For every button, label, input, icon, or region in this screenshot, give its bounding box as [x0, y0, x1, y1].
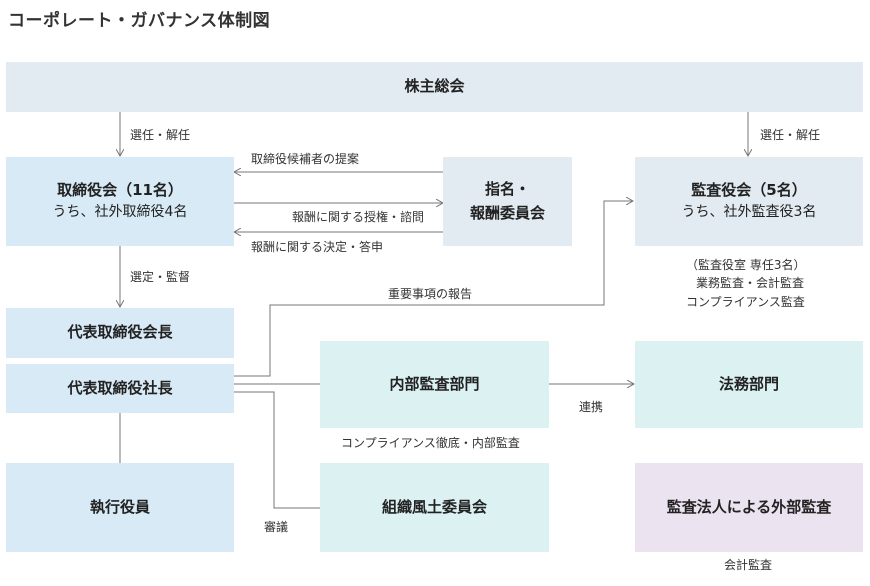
label-accounting-audit: 会計監査: [724, 558, 773, 572]
label-cooperation: 連携: [579, 400, 604, 414]
executive-officers-box: 執行役員: [6, 463, 234, 552]
external-audit-label: 監査法人による外部監査: [666, 497, 832, 516]
nomination-committee-box: 指名・ 報酬委員会: [443, 157, 572, 246]
nomination-label-line2: 報酬委員会: [469, 203, 545, 222]
shareholders-meeting-box: 株主総会: [6, 62, 863, 112]
label-elect-right: 選任・解任: [760, 128, 821, 142]
culture-committee-box: 組織風土委員会: [320, 463, 549, 552]
label-candidate-proposal: 取締役候補者の提案: [251, 152, 360, 166]
label-elect-left: 選任・解任: [130, 128, 191, 142]
audit-board-box: 監査役会（5名） うち、社外監査役3名: [635, 157, 863, 246]
board-of-directors-box: 取締役会（11名） うち、社外取締役4名: [6, 157, 234, 246]
label-compensation-consult: 報酬に関する授権・諮問: [292, 210, 425, 224]
label-audit-compliance: コンプライアンス監査: [686, 295, 805, 309]
shareholders-meeting-label: 株主総会: [404, 77, 465, 96]
executive-officers-label: 執行役員: [89, 497, 150, 516]
internal-audit-box: 内部監査部門: [320, 341, 549, 428]
culture-committee-label: 組織風土委員会: [381, 497, 487, 516]
label-compensation-decision: 報酬に関する決定・答申: [251, 240, 384, 254]
label-select-supervise: 選定・監督: [130, 270, 191, 284]
audit-board-sub-label: うち、社外監査役3名: [681, 204, 817, 221]
president-box: 代表取締役社長: [6, 364, 234, 413]
label-deliberation: 審議: [264, 520, 289, 534]
chairman-box: 代表取締役会長: [6, 308, 234, 358]
board-label: 取締役会（11名）: [57, 181, 183, 200]
board-sub-label: うち、社外取締役4名: [52, 204, 188, 221]
audit-board-label: 監査役会（5名）: [691, 181, 807, 200]
line-deliberation: [234, 391, 320, 509]
page-title: コーポレート・ガバナンス体制図: [8, 11, 271, 31]
label-audit-staff: （監査役室 専任3名）: [686, 258, 806, 272]
arrow-important-report: [234, 201, 633, 377]
president-label: 代表取締役社長: [67, 378, 173, 397]
label-important-report: 重要事項の報告: [388, 287, 473, 301]
nomination-label-line1: 指名・: [484, 180, 530, 199]
legal-label: 法務部門: [718, 374, 779, 393]
external-audit-box: 監査法人による外部監査: [635, 463, 863, 552]
internal-audit-label: 内部監査部門: [389, 374, 480, 393]
legal-department-box: 法務部門: [635, 341, 863, 428]
label-compliance-internal: コンプライアンス徹底・内部監査: [341, 436, 520, 450]
label-audit-business: 業務監査・会計監査: [696, 276, 805, 290]
chairman-label: 代表取締役会長: [67, 323, 173, 342]
